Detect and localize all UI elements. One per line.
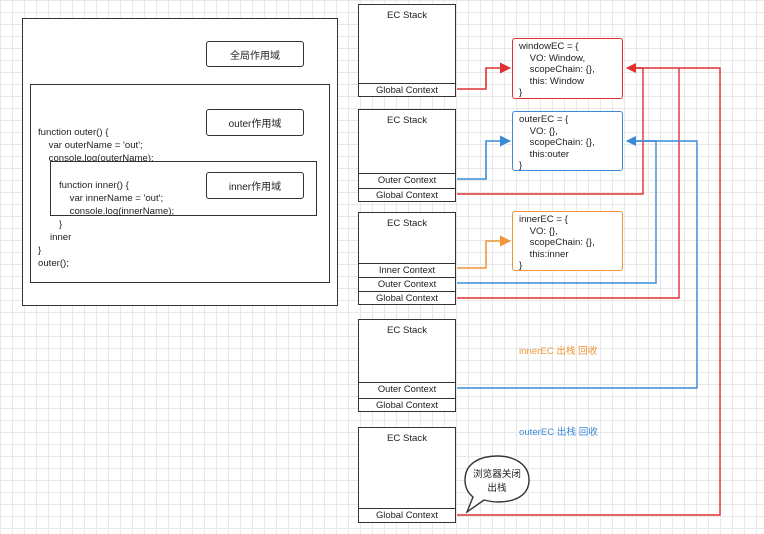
ec-line: VO: {}, (519, 225, 558, 237)
code-line: } (59, 219, 63, 230)
speech-bubble (464, 455, 530, 514)
ec-line: this: Window (519, 75, 585, 87)
code-line: } (38, 245, 42, 256)
outer-tail-code: inner} outer(); (38, 218, 71, 270)
outer-context-slot: Outer Context (359, 173, 455, 186)
ec-line: VO: {}, (519, 125, 558, 137)
ec-line: scopeChain: {}, (519, 64, 595, 75)
inner-context-slot: Inner Context (359, 263, 455, 276)
outer-context-slot: Outer Context (359, 277, 455, 290)
window-ec-box: windowEC = { VO: Window, scopeChain: {},… (512, 38, 623, 99)
ec-stack-4: EC Stack Outer Context Global Context (358, 319, 456, 412)
global-context-slot: Global Context (359, 83, 455, 96)
stack-title: EC Stack (387, 218, 427, 229)
global-context-slot: Global Context (359, 508, 455, 521)
arrow-stack2-global-to-window-ec (457, 63, 644, 195)
outer-ec-box: outerEC = { VO: {}, scopeChain: {}, this… (512, 111, 623, 171)
inner-ec-pop-note: innerEC 出栈 回收 (519, 346, 598, 357)
ec-line: } (519, 260, 523, 271)
outer-scope-label: outer作用域 (206, 109, 304, 136)
arrow-stack3-global-to-window-ec (457, 68, 680, 299)
code-line: outer(); (38, 258, 69, 269)
outer-ec-pop-note: outerEC 出栈 回收 (519, 427, 598, 438)
ec-line: innerEC = { (519, 214, 568, 225)
inner-function-code: function inner() { var innerName = 'out'… (59, 166, 174, 231)
ec-line: scopeChain: {}, (519, 137, 595, 148)
global-context-slot: Global Context (359, 398, 455, 411)
global-context-slot: Global Context (359, 188, 455, 201)
ec-line: this:outer (519, 148, 570, 160)
code-line: function inner() { (59, 180, 129, 191)
outer-context-slot: Outer Context (359, 382, 455, 395)
stack-title: EC Stack (387, 115, 427, 126)
ec-line: VO: Window, (519, 52, 586, 64)
global-scope-label: 全局作用域 (206, 41, 304, 67)
ec-stack-3: EC Stack Inner Context Outer Context Glo… (358, 212, 456, 305)
arrow-stack4-outer-to-outer-ec (457, 136, 698, 389)
arrow-outer-to-outer-ec (457, 135, 512, 180)
stack-title: EC Stack (387, 10, 427, 21)
code-line: var innerName = 'out'; (59, 193, 164, 204)
code-line: inner (50, 232, 72, 243)
code-line: var outerName = 'out'; (38, 140, 143, 151)
ec-line: } (519, 160, 523, 171)
arrow-global-to-window-ec (457, 62, 512, 90)
outer-function-code: function outer() { var outerName = 'out'… (38, 113, 154, 165)
inner-ec-box: innerEC = { VO: {}, scopeChain: {}, this… (512, 211, 623, 271)
arrow-stack5-global-to-window-ec (457, 63, 721, 516)
ec-stack-2: EC Stack Outer Context Global Context (358, 109, 456, 202)
code-line: console.log(outerName); (38, 153, 154, 164)
ec-stack-5: EC Stack Global Context (358, 427, 456, 523)
ec-line: this:inner (519, 248, 569, 260)
code-line: function outer() { (38, 127, 109, 138)
ec-line: outerEC = { (519, 114, 569, 125)
bubble-text-line2: 出栈 (487, 482, 507, 494)
inner-scope-label: inner作用域 (206, 172, 304, 199)
code-line: console.log(innerName); (59, 206, 175, 217)
global-context-slot: Global Context (359, 291, 455, 304)
arrow-inner-to-inner-ec (457, 235, 512, 269)
stack-title: EC Stack (387, 433, 427, 444)
stack-title: EC Stack (387, 325, 427, 336)
ec-line: scopeChain: {}, (519, 237, 595, 248)
ec-line: windowEC = { (519, 41, 579, 52)
ec-stack-1: EC Stack Global Context (358, 4, 456, 97)
ec-line: } (519, 87, 523, 98)
bubble-text-line1: 浏览器关闭 (473, 468, 521, 480)
arrow-stack3-outer-to-outer-ec (457, 136, 657, 284)
